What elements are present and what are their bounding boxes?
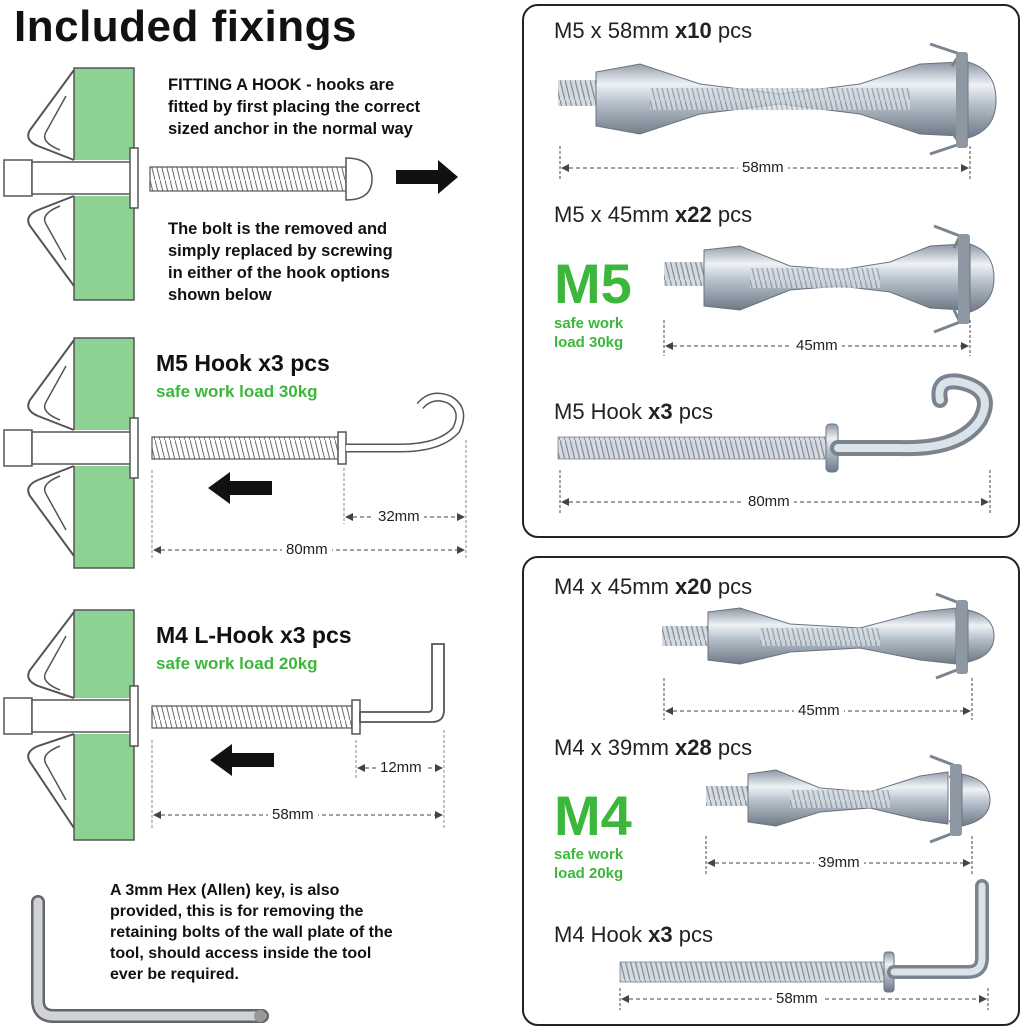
bolt-replace-text: The bolt is the removed and simply repla…: [168, 218, 393, 306]
label-qty: x3: [648, 922, 673, 947]
m4-45-label: M4 x 45mm x20 pcs: [554, 574, 752, 600]
m5-45-dim: 45mm: [792, 337, 842, 354]
m4-hook-dim-short: 12mm: [376, 759, 426, 776]
m4-45-dim: 45mm: [794, 702, 844, 719]
text-line: load 30kg: [554, 334, 624, 351]
m4-hook-dim-long: 58mm: [268, 806, 318, 823]
m4-fixings-panel: [522, 556, 1020, 1026]
label-qty: x10: [675, 18, 712, 43]
m4-hook-label: M4 Hook x3 pcs: [554, 922, 713, 948]
m4-hook-title: M4 L-Hook x3 pcs: [156, 622, 352, 648]
text-line: sized anchor in the normal way: [168, 120, 413, 138]
label-pre: M5 Hook: [554, 399, 649, 424]
page-title: Included fixings: [14, 2, 357, 51]
text-line: The bolt is the removed and: [168, 220, 388, 238]
m4-anchor-39-image: [706, 754, 991, 844]
text-line: load 20kg: [554, 865, 624, 882]
text-line: provided, this is for removing the: [110, 903, 364, 920]
label-post: pcs: [672, 922, 713, 947]
m5-hook-swl: safe work load 30kg: [156, 382, 318, 401]
m4-size-label: M4: [554, 784, 632, 847]
label-qty: x3: [648, 399, 673, 424]
m5-hook-image: [557, 373, 993, 473]
text-line: fitted by first placing the correct: [168, 98, 421, 116]
hex-key-icon: [31, 895, 269, 1023]
fitting-hook-text: FITTING A HOOK - hooks are fitted by fir…: [168, 74, 420, 140]
text-line: simply replaced by screwing: [168, 242, 393, 260]
m5-hook-label: M5 Hook x3 pcs: [554, 399, 713, 425]
m5-hook-title: M5 Hook x3 pcs: [156, 350, 330, 376]
label-post: pcs: [672, 399, 713, 424]
label-pre: M4 Hook: [554, 922, 649, 947]
m5-hook-dim: 80mm: [744, 493, 794, 510]
text-line: FITTING A HOOK - hooks are: [168, 76, 395, 94]
label-post: pcs: [711, 574, 753, 599]
label-post: pcs: [711, 202, 753, 227]
label-qty: x22: [675, 202, 712, 227]
text-line: tool, should access inside the tool: [110, 945, 372, 962]
text-line: A 3mm Hex (Allen) key, is also: [110, 882, 340, 899]
label-pre: M4 x 45mm: [554, 574, 676, 599]
m4-hook-swl: safe work load 20kg: [156, 654, 318, 673]
m4-39-dim: 39mm: [814, 854, 864, 871]
wall-diagram-1: [3, 67, 458, 301]
m5-swl: safe work load 30kg: [554, 314, 623, 352]
label-post: pcs: [711, 18, 753, 43]
text-line: in either of the hook options: [168, 264, 390, 282]
hex-key-text: A 3mm Hex (Allen) key, is also provided,…: [110, 880, 393, 985]
label-pre: M5 x 58mm: [554, 18, 676, 43]
m5-58-label: M5 x 58mm x10 pcs: [554, 18, 752, 44]
m4-swl: safe work load 20kg: [554, 845, 623, 883]
m5-anchor-45-image: [664, 224, 995, 334]
text-line: safe work: [554, 315, 624, 332]
arrow-left-icon: [210, 744, 274, 776]
m5-anchor-58-image: [558, 42, 997, 156]
label-qty: x28: [675, 735, 712, 760]
label-pre: M5 x 45mm: [554, 202, 676, 227]
text-line: safe work: [554, 846, 624, 863]
m4-hook-dim: 58mm: [772, 990, 822, 1007]
m5-size-label: M5: [554, 252, 632, 315]
m4-l-hook-image: [619, 879, 989, 993]
label-pre: M4 x 39mm: [554, 735, 676, 760]
label-qty: x20: [675, 574, 712, 599]
arrow-right-icon: [396, 160, 458, 194]
arrow-left-icon: [208, 472, 272, 504]
m5-fixings-panel: [522, 4, 1020, 538]
m5-45-label: M5 x 45mm x22 pcs: [554, 202, 752, 228]
m5-58-dim: 58mm: [738, 159, 788, 176]
wall-diagram-3: [3, 609, 445, 841]
m4-anchor-45-image: [662, 592, 995, 680]
text-line: retaining bolts of the wall plate of the: [110, 924, 393, 941]
m5-hook-dim-short: 32mm: [374, 508, 424, 525]
m5-hook-dim-long: 80mm: [282, 541, 332, 558]
label-post: pcs: [711, 735, 753, 760]
m4-39-label: M4 x 39mm x28 pcs: [554, 735, 752, 761]
text-line: shown below: [168, 286, 272, 304]
wall-diagram-2: [3, 337, 467, 569]
text-line: ever be required.: [110, 966, 239, 983]
